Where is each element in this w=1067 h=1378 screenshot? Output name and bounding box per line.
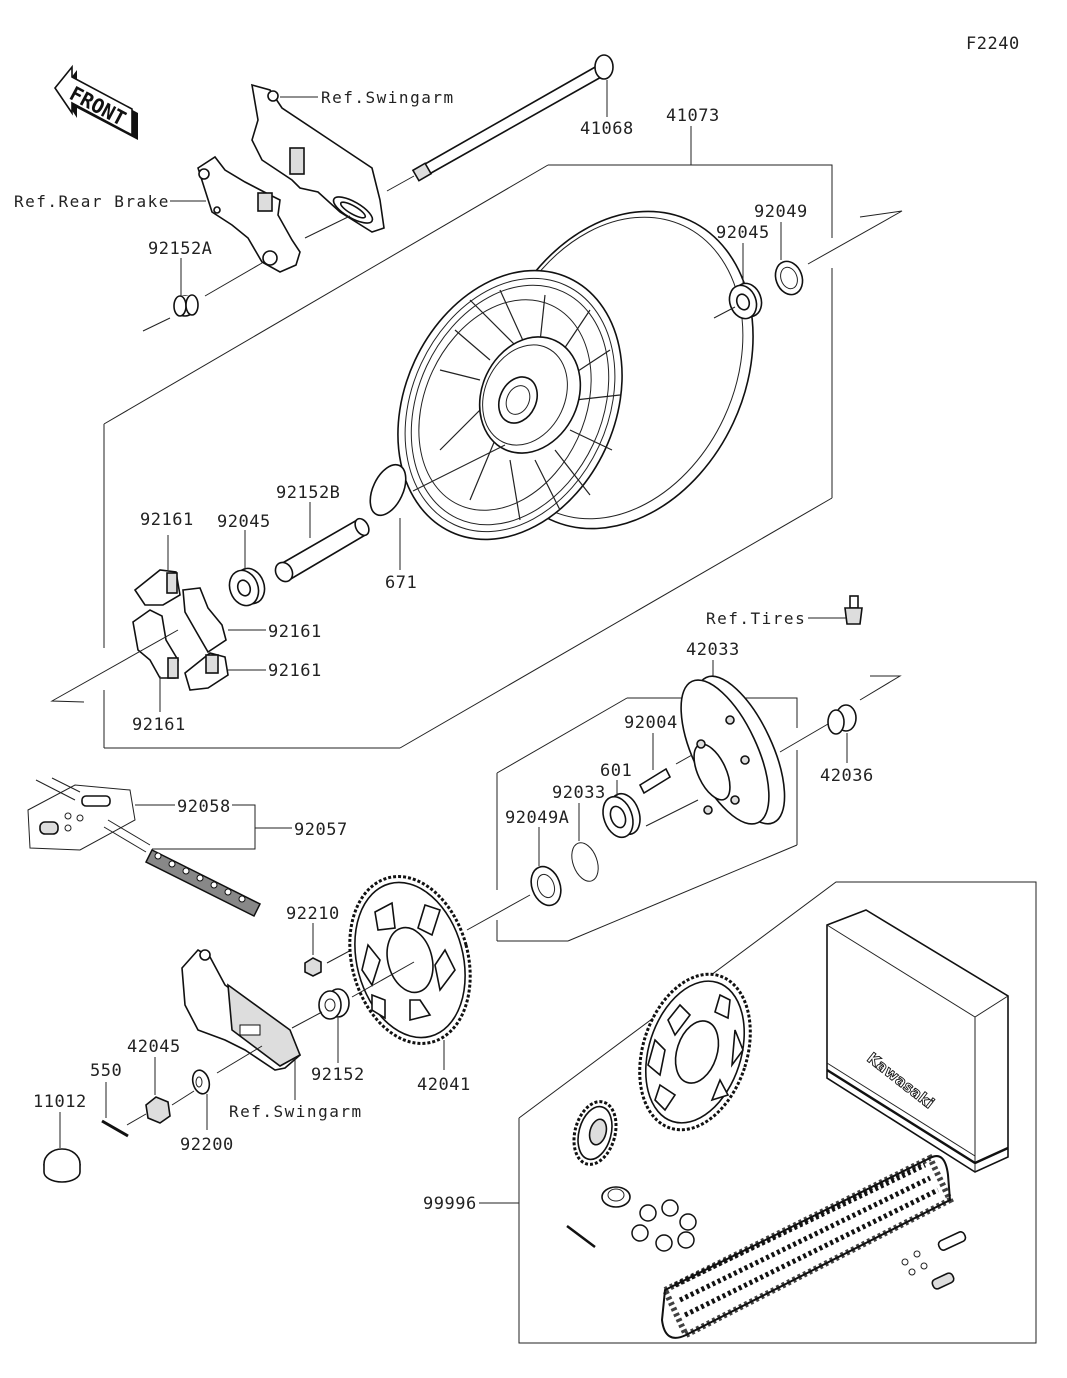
ref-swingarm-top-label: Ref.Swingarm: [321, 88, 455, 107]
bearing-601: [602, 792, 641, 839]
ref-tires-label: Ref.Tires: [706, 609, 806, 628]
swingarm-chain-adjuster: [181, 948, 302, 1071]
part-label-92161-3: 92161: [268, 661, 322, 681]
damper-92161-2: [182, 587, 227, 654]
part-label-92049: 92049: [754, 202, 808, 222]
part-label-671: 671: [385, 573, 417, 593]
washer-92200: [191, 1069, 211, 1095]
bearing-92045-left: [228, 567, 266, 607]
o-ring-671: [369, 463, 407, 517]
oil-seal-92049: [774, 260, 804, 296]
stud-92004: [638, 767, 672, 795]
rear-brake-bracket: [197, 155, 301, 273]
part-label-92200: 92200: [180, 1135, 234, 1155]
front-label: FRONT: [66, 81, 130, 130]
part-label-92161-4: 92161: [132, 715, 186, 735]
sprocket-coupling-42033: [680, 675, 786, 825]
axle-nut-42045: [145, 1096, 171, 1124]
cotter-pin-550: [101, 1119, 129, 1138]
part-label-601: 601: [600, 761, 632, 781]
kit-chain: [660, 1153, 954, 1340]
ref-rear-brake-label: Ref.Rear Brake: [14, 192, 170, 211]
part-label-92033: 92033: [552, 783, 606, 803]
part-label-92004: 92004: [624, 713, 678, 733]
kit-front-sprocket: [572, 1100, 618, 1166]
part-label-92045-right: 92045: [716, 223, 770, 243]
part-label-42036: 42036: [820, 766, 874, 786]
part-label-92152a: 92152A: [148, 239, 212, 259]
chain-joint-92058: [27, 777, 136, 851]
figure-code: F2240: [966, 34, 1020, 54]
kit-rear-sprocket: [638, 972, 752, 1132]
damper-92161-4: [184, 652, 229, 691]
part-label-92161-2: 92161: [268, 622, 322, 642]
collar-92152b: [274, 517, 370, 583]
collar-42036: [827, 704, 857, 735]
tire-valve: [844, 595, 863, 625]
kit-chain-joint: [901, 1231, 967, 1290]
circlip-92033: [571, 842, 599, 882]
bearing-92045-right: [728, 282, 763, 320]
kit-box: Kawasaki: [826, 909, 1009, 1173]
kit-nuts: [631, 1199, 697, 1252]
part-label-41073: 41073: [666, 106, 720, 126]
ref-swingarm-bottom-label: Ref.Swingarm: [229, 1102, 363, 1121]
collar-92152a: [173, 294, 199, 317]
sprocket-42041: [348, 875, 472, 1045]
swingarm-bracket-top: [250, 83, 385, 233]
axle-41068: [411, 54, 614, 182]
part-label-92210: 92210: [286, 904, 340, 924]
part-label-92057: 92057: [294, 820, 348, 840]
part-label-92045-left: 92045: [217, 512, 271, 532]
part-label-42033: 42033: [686, 640, 740, 660]
chain-92057: [103, 819, 262, 918]
part-label-41068: 41068: [580, 119, 634, 139]
nut-92210: [304, 957, 322, 977]
part-label-92152: 92152: [311, 1065, 365, 1085]
front-arrow-icon: FRONT: [54, 64, 138, 140]
part-label-92058: 92058: [177, 797, 231, 817]
damper-92161-3: [132, 609, 179, 679]
kit-cotter-pin: [566, 1225, 596, 1248]
part-label-550: 550: [90, 1061, 122, 1081]
collar-92152: [318, 988, 350, 1020]
kit-lock-washer: [601, 1186, 631, 1208]
rear-wheel: [397, 210, 754, 541]
part-label-42041: 42041: [417, 1075, 471, 1095]
part-label-92049a: 92049A: [505, 808, 569, 828]
part-label-42045: 42045: [127, 1037, 181, 1057]
damper-92161-1: [133, 569, 181, 606]
part-label-11012: 11012: [33, 1092, 87, 1112]
cap-11012: [43, 1148, 81, 1183]
oil-seal-92049a: [530, 865, 562, 907]
part-label-99996: 99996: [423, 1194, 477, 1214]
part-label-92161-1: 92161: [140, 510, 194, 530]
part-label-92152b: 92152B: [276, 483, 340, 503]
